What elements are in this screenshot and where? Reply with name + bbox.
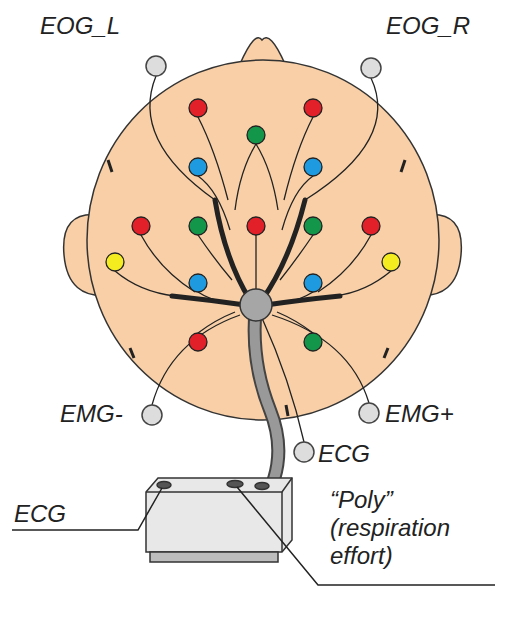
port-label: “Poly” (respiration effort) [330,486,495,570]
signal-label: EOG_L [40,12,150,40]
signal-label: ECG [14,500,94,528]
signal-label: EMG+ [385,400,485,428]
signal-label: ECG [318,440,408,468]
signal-label: EOG_R [386,12,506,40]
signal-label: EMG- [60,400,145,428]
